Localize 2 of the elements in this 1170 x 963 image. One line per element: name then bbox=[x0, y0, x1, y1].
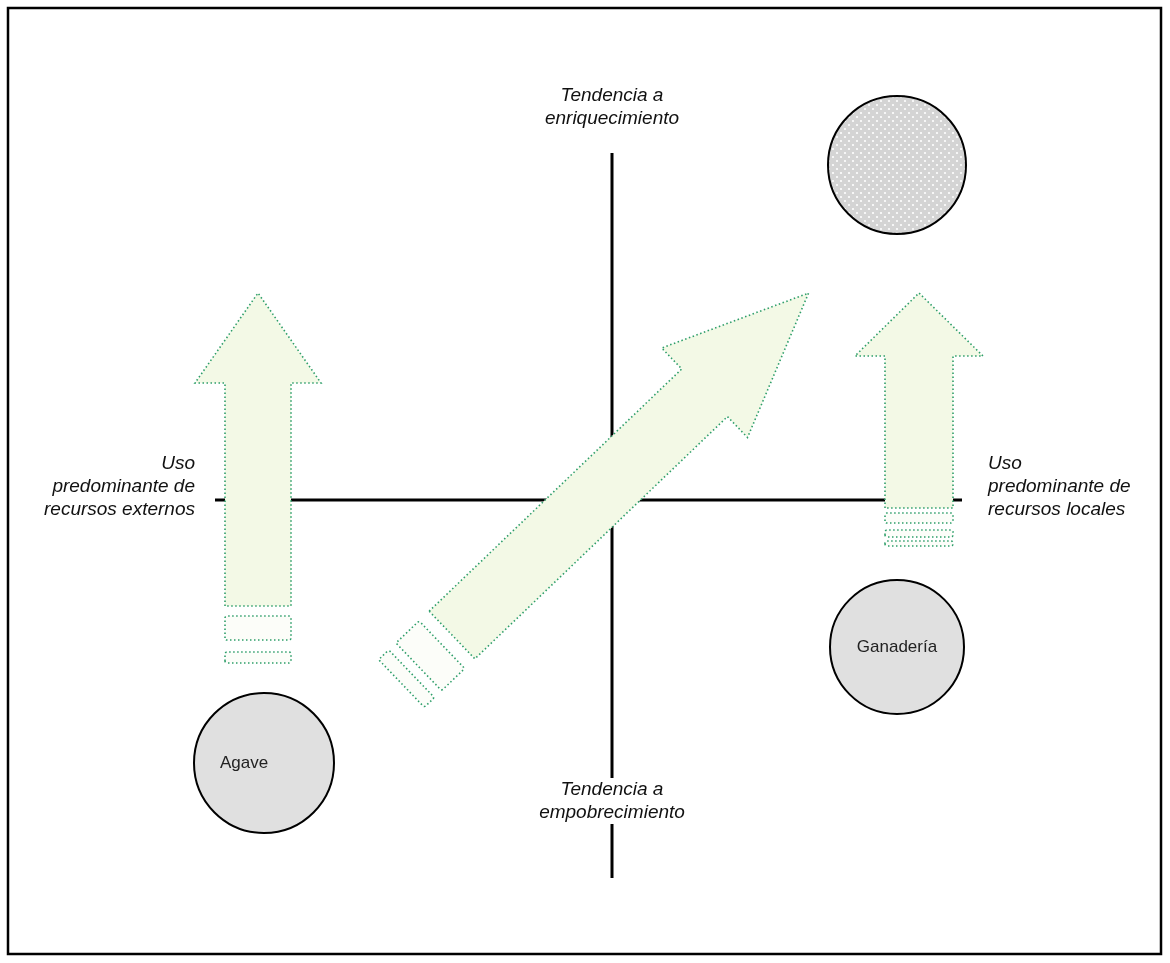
circle-label: Agave bbox=[219, 753, 269, 773]
circle-label: Ganadería bbox=[856, 637, 938, 657]
